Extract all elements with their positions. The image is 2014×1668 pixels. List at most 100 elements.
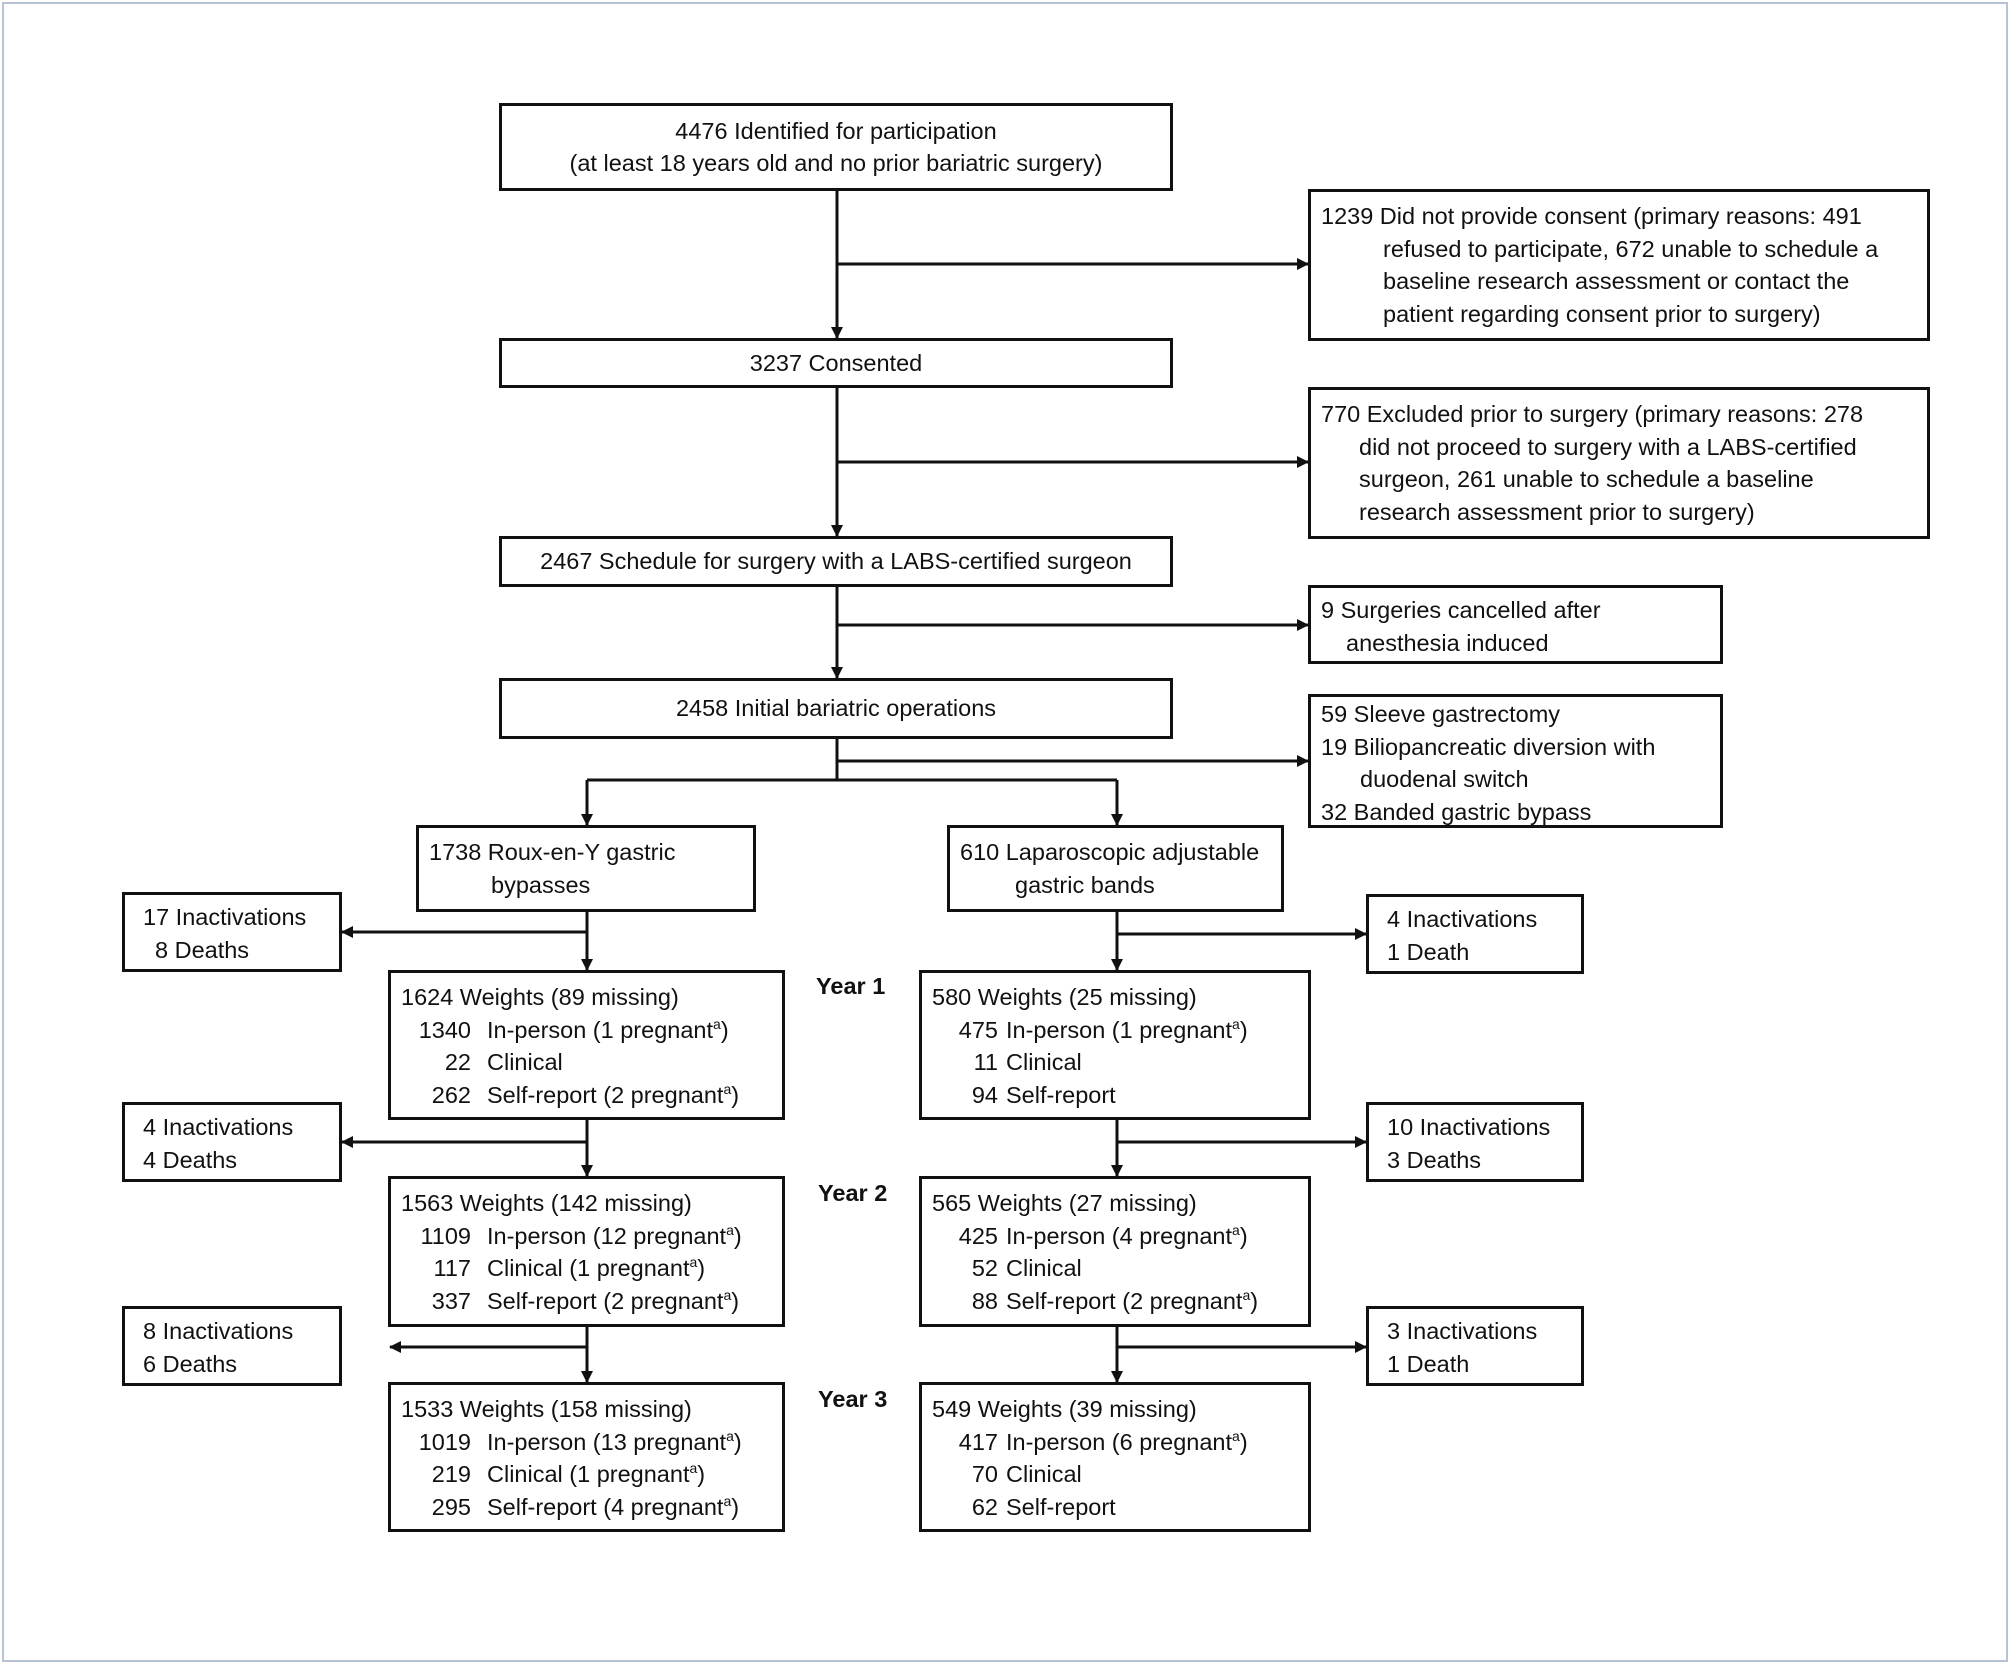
lagb-weights-year3-header: 549 Weights (39 missing): [932, 1396, 1197, 1422]
rygb-inactive-year3-deaths: 6 Deaths: [143, 1350, 238, 1377]
row-label: Clinical: [487, 1049, 563, 1075]
consented-label: 3237 Consented: [749, 349, 923, 376]
initial-ops-box: 2458 Initial bariatric operations: [499, 678, 1173, 739]
row-count: 417: [958, 1428, 998, 1455]
row-label: Self-report: [1006, 1081, 1116, 1108]
cancelled-line-1: 9 Surgeries cancelled after: [1321, 597, 1601, 623]
row-label: Clinical: [1006, 1461, 1082, 1487]
row-label: Clinical: [1006, 1049, 1082, 1075]
row-label: Self-report (2 pregnant: [1006, 1287, 1243, 1314]
rygb-weights-year1-header: 1624 Weights (89 missing): [401, 984, 679, 1010]
lagb-inactive-year3-deaths: 1 Death: [1387, 1350, 1470, 1377]
excluded-line-4: research assessment prior to surgery): [1359, 498, 1755, 525]
lagb-inactive-year1-inactivations: 4 Inactivations: [1387, 906, 1538, 932]
row-label: Self-report (4 pregnant: [487, 1493, 724, 1520]
rygb-weights-year2-header: 1563 Weights (142 missing): [401, 1190, 692, 1216]
other-ops-box: 59 Sleeve gastrectomy 19 Biliopancreatic…: [1308, 694, 1723, 828]
row-count: 262: [431, 1081, 471, 1108]
row-close: ): [1250, 1287, 1259, 1314]
row-count: 22: [444, 1049, 471, 1075]
lagb-weights-year1-row: 94 Self-report: [932, 1079, 1308, 1112]
no-consent-line-4: patient regarding consent prior to surge…: [1383, 300, 1821, 327]
footnote-marker: a: [689, 1254, 698, 1271]
excluded-box: 770 Excluded prior to surgery (primary r…: [1308, 387, 1930, 539]
other-ops-banded: 32 Banded gastric bypass: [1321, 798, 1592, 825]
consented-box: 3237 Consented: [499, 338, 1173, 388]
row-label: In-person (1 pregnant: [1006, 1016, 1233, 1043]
rygb-inactive-year1-deaths: 8 Deaths: [155, 936, 250, 963]
lagb-weights-year1-header: 580 Weights (25 missing): [932, 984, 1197, 1010]
row-close: ): [1239, 1222, 1248, 1249]
row-count: 117: [433, 1255, 471, 1281]
footnote-marker: a: [726, 1221, 734, 1238]
excluded-line-2: did not proceed to surgery with a LABS-c…: [1359, 433, 1857, 460]
other-ops-bpd: 19 Biliopancreatic diversion with: [1321, 733, 1656, 760]
row-label: Clinical (1 pregnant: [487, 1255, 690, 1281]
row-count: 52: [971, 1255, 998, 1281]
rygb-box: 1738 Roux-en-Y gastric bypasses: [416, 825, 756, 912]
no-consent-line-2: refused to participate, 672 unable to sc…: [1383, 235, 1879, 262]
row-label: In-person (1 pregnant: [487, 1016, 714, 1043]
row-close: ): [720, 1016, 729, 1043]
row-count: 88: [971, 1287, 998, 1314]
row-count: 94: [971, 1081, 998, 1108]
row-count: 1019: [418, 1428, 471, 1455]
row-label: In-person (13 pregnant: [487, 1428, 727, 1455]
row-label: Self-report (2 pregnant: [487, 1287, 724, 1314]
footnote-marker: a: [1232, 1221, 1240, 1238]
identified-line-1: 4476 Identified for participation: [675, 117, 997, 144]
rygb-line-2: bypasses: [491, 871, 591, 898]
footnote-marker: a: [726, 1427, 734, 1444]
lagb-weights-year1-row: 11 Clinical: [932, 1046, 1308, 1079]
footnote-marker: a: [723, 1286, 732, 1303]
lagb-inactive-year1: 4 Inactivations 1 Death: [1366, 894, 1584, 974]
lagb-line-2: gastric bands: [1015, 871, 1155, 898]
rygb-inactive-year2-deaths: 4 Deaths: [143, 1146, 238, 1173]
year-3-label: Year 3: [818, 1386, 888, 1412]
rygb-inactive-year2-inactivations: 4 Inactivations: [143, 1114, 294, 1140]
footnote-marker: a: [1242, 1286, 1251, 1303]
lagb-inactive-year3-inactivations: 3 Inactivations: [1387, 1318, 1538, 1344]
lagb-weights-year2-row: 52 Clinical: [932, 1252, 1308, 1285]
lagb-weights-year3-row: 70 Clinical: [932, 1458, 1308, 1491]
row-count: 70: [971, 1461, 998, 1487]
lagb-box: 610 Laparoscopic adjustable gastric band…: [947, 825, 1284, 912]
row-count: 219: [431, 1461, 471, 1487]
no-consent-line-1: 1239 Did not provide consent (primary re…: [1321, 203, 1862, 229]
row-count: 475: [958, 1016, 998, 1043]
row-count: 425: [958, 1222, 998, 1249]
rygb-line-1: 1738 Roux-en-Y gastric: [429, 839, 676, 865]
footnote-marker: a: [723, 1492, 732, 1509]
row-count: 11: [973, 1049, 998, 1075]
row-label: Clinical: [1006, 1255, 1082, 1281]
no-consent-box: 1239 Did not provide consent (primary re…: [1308, 189, 1930, 341]
cancelled-line-2: anesthesia induced: [1346, 629, 1549, 656]
rygb-inactive-year2: 4 Inactivations 4 Deaths: [122, 1102, 342, 1182]
row-label: Self-report: [1006, 1493, 1116, 1520]
footnote-marker: a: [723, 1080, 732, 1097]
lagb-inactive-year2-deaths: 3 Deaths: [1387, 1146, 1482, 1173]
rygb-inactive-year1: 17 Inactivations 8 Deaths: [122, 892, 342, 972]
cancelled-box: 9 Surgeries cancelled after anesthesia i…: [1308, 585, 1723, 664]
year-1-label: Year 1: [816, 973, 886, 999]
row-label: Clinical (1 pregnant: [487, 1461, 690, 1487]
scheduled-box: 2467 Schedule for surgery with a LABS-ce…: [499, 536, 1173, 587]
identified-box: 4476 Identified for participation (at le…: [499, 103, 1173, 191]
rygb-inactive-year3: 8 Inactivations 6 Deaths: [122, 1306, 342, 1386]
lagb-weights-year2-row: 88 Self-report (2 pregnanta): [932, 1285, 1308, 1318]
no-consent-line-3: baseline research assessment or contact …: [1383, 268, 1850, 294]
